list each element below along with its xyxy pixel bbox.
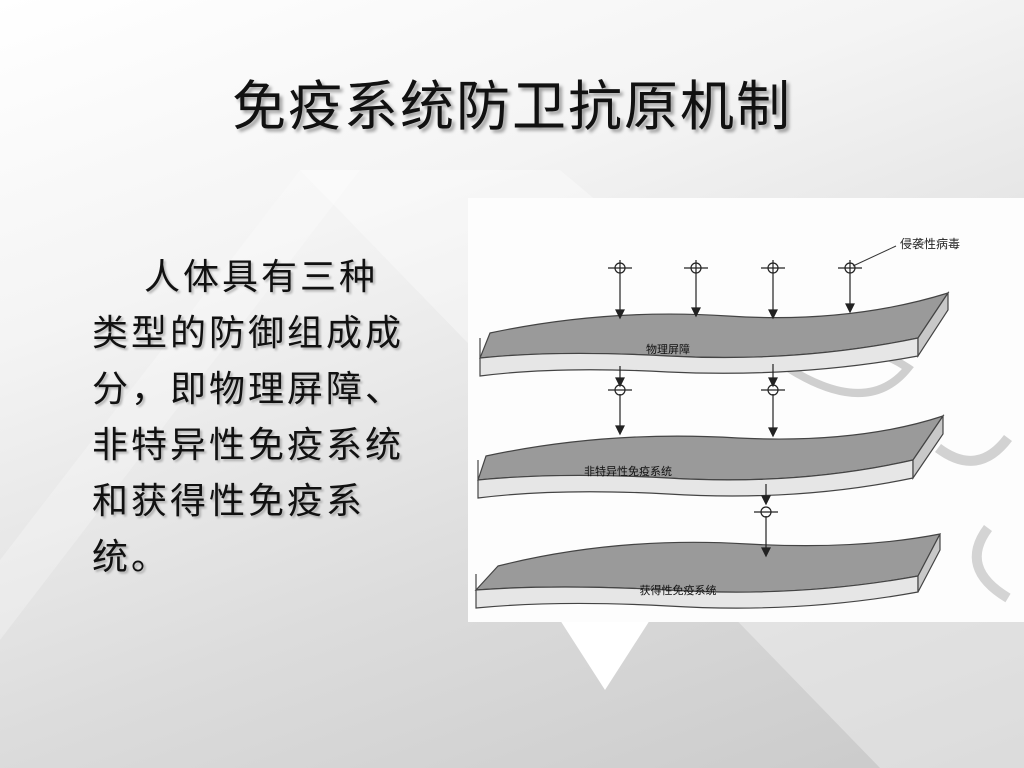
pathogen-markers-bottom bbox=[754, 484, 778, 558]
layer-nonspecific-immunity: 非特异性免疫系统 bbox=[477, 414, 945, 499]
slide-body-text: 人体具有三种类型的防御组成成分，即物理屏障、非特异性免疫系统和获得性免疫系统。 bbox=[92, 257, 405, 578]
layer-label: 物理屏障 bbox=[646, 342, 690, 356]
slide-title: 免疫系统防卫抗原机制 bbox=[232, 75, 792, 138]
pathogen-icon bbox=[761, 260, 785, 320]
pathogen-markers-top bbox=[608, 260, 862, 320]
pathogen-markers-middle bbox=[608, 364, 785, 438]
pathogen-icon bbox=[754, 506, 778, 558]
pathogen-leader-line bbox=[852, 245, 897, 267]
pathogen-label: 侵袭性病毒 bbox=[900, 236, 960, 251]
pathogen-icon bbox=[608, 384, 632, 436]
layer-label: 获得性免疫系统 bbox=[640, 583, 717, 597]
pathogen-icon bbox=[761, 384, 785, 438]
pathogen-icon bbox=[838, 260, 862, 314]
defense-diagram: 侵袭性病毒 物理屏障 非特异性免疫系统 获得性免疫系统 bbox=[468, 198, 1024, 622]
layer-acquired-immunity: 获得性免疫系统 bbox=[474, 533, 942, 609]
triangle-decoration bbox=[560, 620, 650, 690]
pathogen-icon bbox=[608, 260, 632, 320]
defense-diagram-svg: 侵袭性病毒 物理屏障 非特异性免疫系统 获得性免疫系统 bbox=[474, 236, 1012, 609]
layer-physical-barrier: 物理屏障 bbox=[479, 291, 950, 377]
layer-label: 非特异性免疫系统 bbox=[584, 464, 672, 478]
pathogen-icon bbox=[684, 260, 708, 318]
